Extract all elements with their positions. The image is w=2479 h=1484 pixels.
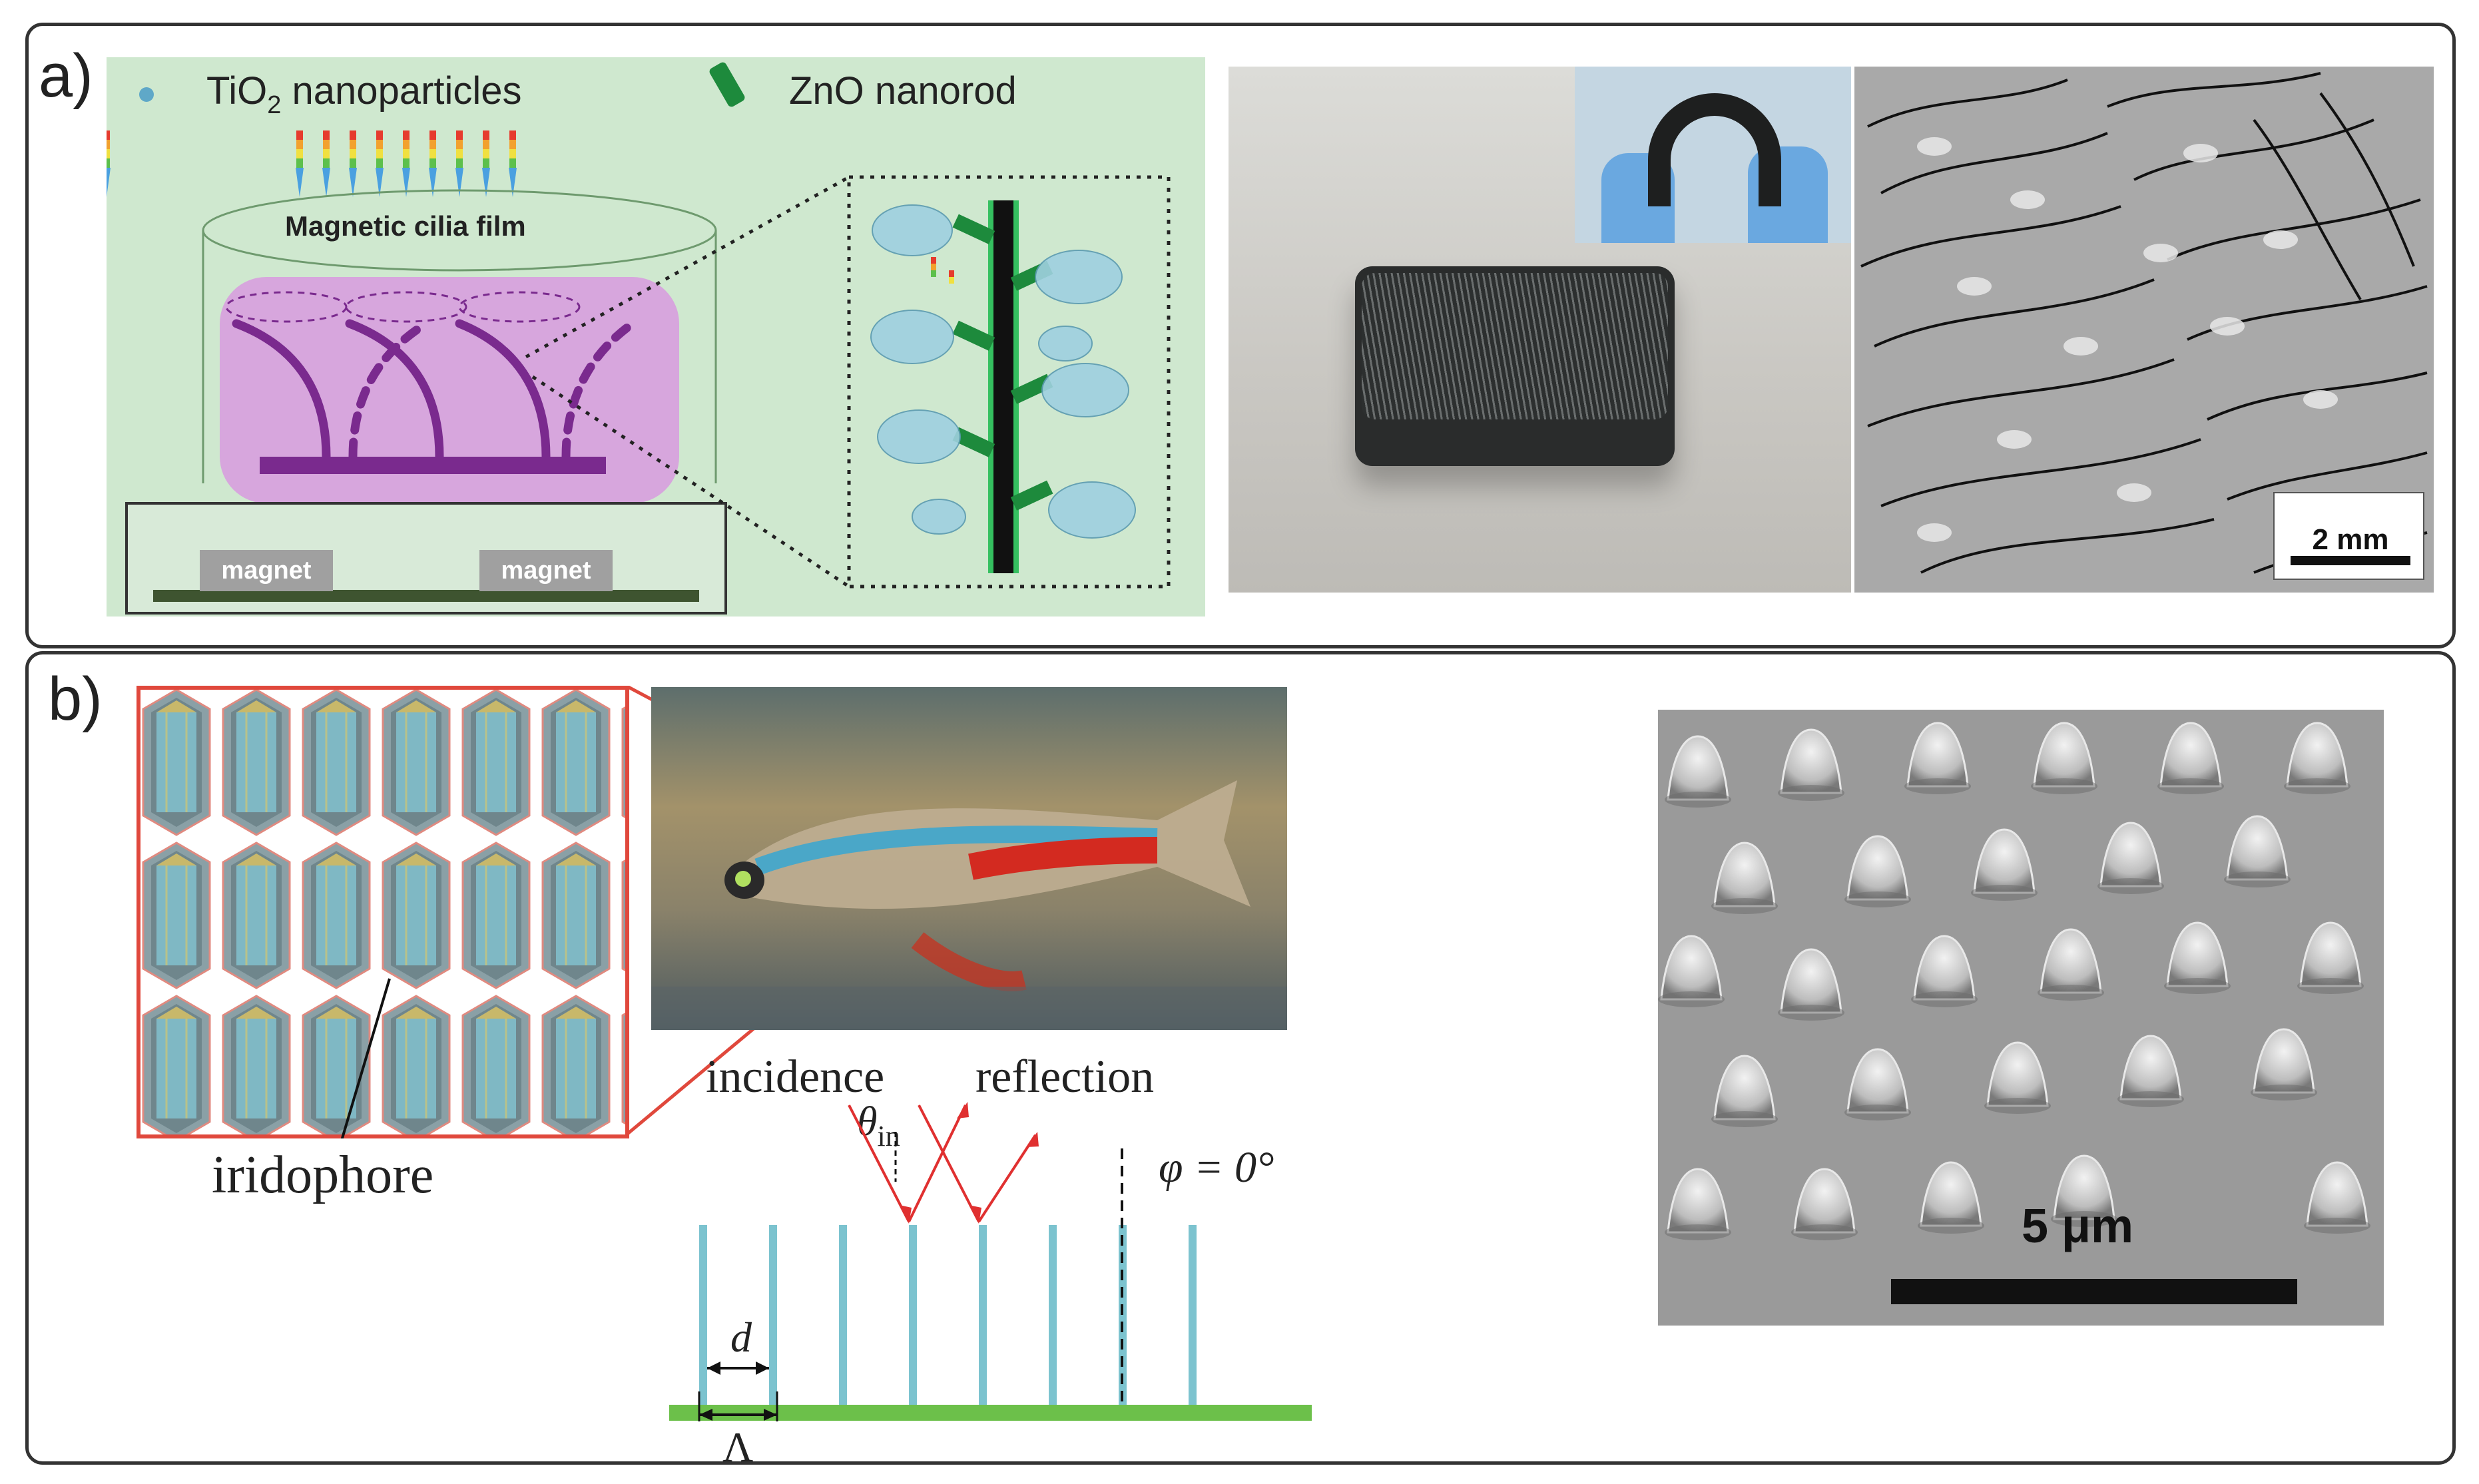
- zoom-box: [847, 175, 1171, 589]
- sem-scale-label: 5 μm: [2022, 1200, 2133, 1253]
- light-rays: [848, 1105, 1037, 1223]
- iridophore-diagram: [137, 686, 629, 1138]
- rotation-arrows: [225, 291, 581, 323]
- d-label: d: [730, 1314, 752, 1361]
- sem-micrograph: 5 μm: [1658, 710, 2384, 1326]
- rainbow-drops-icon: [107, 130, 517, 197]
- sem-scale-bar: [1891, 1279, 2297, 1304]
- reflection-label: reflection: [975, 1051, 1154, 1103]
- cilia-micrograph: 2 mm: [1854, 67, 2434, 593]
- bent-film-inset: [1575, 67, 1851, 243]
- scale-label-2mm: 2 mm: [2313, 523, 2389, 556]
- magnet-left-label: magnet: [221, 557, 311, 585]
- zno-nanorod-icon: [709, 62, 745, 107]
- magnet-right-label: magnet: [501, 557, 591, 585]
- phi-label: φ = 0°: [1159, 1143, 1274, 1192]
- cilia-schematic: TiO2 nanoparticles ZnO nanorod Magnetic …: [107, 57, 1205, 617]
- zno-branches: [952, 214, 1053, 511]
- lambda-label: Λ: [722, 1423, 753, 1465]
- panel-a-label: a): [39, 42, 93, 110]
- magnet-left: [200, 550, 333, 591]
- iridophore-frame: [137, 686, 629, 1138]
- magnet-right: [479, 550, 613, 591]
- panel-b-label: b): [48, 665, 103, 733]
- iridophore-pointer: [340, 978, 391, 1138]
- central-rod: [993, 200, 1013, 573]
- tio2-nanoparticle-icon: [139, 87, 154, 102]
- small-drop-icon: [931, 257, 954, 284]
- incidence-label: incidence: [706, 1051, 884, 1103]
- sem-pillars: [1658, 722, 2372, 1242]
- iridophore-label: iridophore: [212, 1146, 434, 1204]
- tio2-legend-label: TiO2 nanoparticles: [206, 69, 522, 119]
- cilia-base: [260, 457, 606, 474]
- cilia: [232, 319, 637, 461]
- scale-bar: [2291, 556, 2410, 565]
- fish-body: [731, 780, 1250, 909]
- tio2-clusters: [870, 204, 1136, 539]
- neon-tetra-photo: [651, 687, 1287, 1030]
- grating-diagram: incidence reflection θin φ = 0° d: [669, 1051, 1312, 1465]
- magnetic-cilia-film-label: Magnetic cilia film: [285, 210, 526, 242]
- theta-in-label: θin: [857, 1099, 900, 1152]
- cilia-film-photo: [1229, 67, 1851, 593]
- zno-legend-label: ZnO nanorod: [789, 69, 1017, 113]
